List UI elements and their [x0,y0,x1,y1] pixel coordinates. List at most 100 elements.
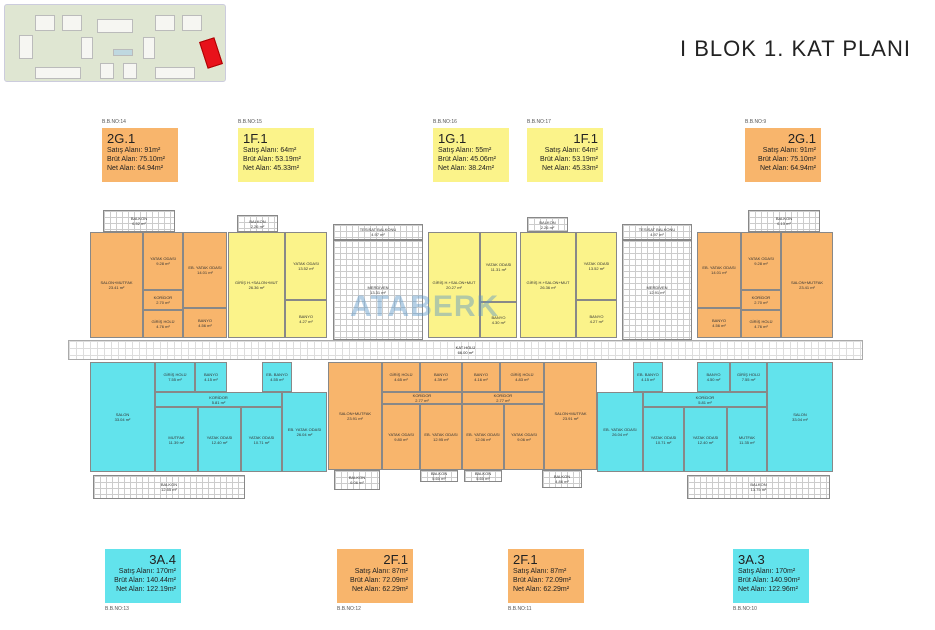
parcel-number: B.B.NO:10 [733,606,757,612]
room-area: 2.70 m² [156,300,170,305]
room-name: EB. YATAK ODASI [466,432,500,437]
unit-brut: Brüt Alan: 75.10m² [107,156,165,163]
parcel-number: B.B.NO:16 [433,119,457,125]
hall-name: KAT HOLÜ [455,345,476,350]
unit-net: Net Alan: 64.94m² [759,165,816,172]
room-area: 23.91 m² [347,416,363,421]
parcel-number: B.B.NO:17 [527,119,551,125]
room-name: YATAK ODASI [388,432,414,437]
unit-code: 1F.1 [573,131,598,146]
room-area: 6.06 m² [350,480,364,485]
unit-code: 2F.1 [513,552,538,567]
room-area: 14.01 m² [711,270,727,275]
unit-brut: Brüt Alan: 45.06m² [438,156,496,163]
room-area: 4.15 m² [641,377,655,382]
room-area: 4.55 m² [270,377,284,382]
room-name: TESİSAT BALKONU [359,227,397,232]
unit-brut: Brüt Alan: 75.10m² [758,156,816,163]
room-name: BANYO [711,318,726,323]
page-title: I BLOK 1. KAT PLANI [680,36,911,61]
highlighted-block-i [199,37,223,69]
unit-brut: Brüt Alan: 140.44m² [114,577,176,584]
room-area: 4.27 m² [299,319,313,324]
room-area: 7.55 m² [741,377,756,382]
room-area: 4.65 m² [394,377,408,382]
room-area: 23.91 m² [562,416,579,421]
unit-code: 2F.1 [383,552,408,567]
room-name: YATAK ODASI [206,434,233,440]
unit-code: 2G.1 [787,131,816,146]
room-area: 12.95 m² [433,437,449,442]
room-name: BANYO [473,372,488,377]
room-name: YATAK ODASI [248,434,275,440]
parcel-number: B.B.NO:11 [508,606,532,612]
unit-net: Net Alan: 45.33m² [243,165,300,172]
room-area: 26.04 m² [296,432,313,437]
floor-hall: KAT HOLÜ 66.00 m² [68,340,863,360]
room-area: 4.56 m² [198,323,212,328]
room-area: 11.39 m² [168,439,185,445]
parcel-number: B.B.NO:12 [337,606,361,612]
room-name: KORİDOR [751,295,771,300]
room-area: 2.26 m² [540,224,555,230]
room-area: 10.71 m² [253,439,270,445]
room-name: BANYO [706,372,721,377]
room-name: SALON [115,412,130,417]
room-name: KORİDOR [493,393,513,398]
room-area: 13.75 m² [750,487,767,492]
room-area: 5.60 m² [432,476,446,481]
unit-brut: Brüt Alan: 53.19m² [243,156,301,163]
room-area: 4.76 m² [754,324,768,329]
room-area: 2.77 m² [496,398,510,403]
room-name: YATAK ODASI [150,256,176,261]
room-area: 13.31 m² [370,290,386,295]
room-name: SALON+MUTFAK [338,411,372,416]
unit-brut: Brüt Alan: 72.09m² [513,577,571,584]
room-area: 4.50 m² [706,377,721,382]
parcel-number: B.B.NO:15 [238,119,262,125]
unit-satis: Satış Alanı: 170m² [738,568,796,575]
parcel-number: B.B.NO:14 [102,119,126,125]
room-name: YATAK ODASI [748,256,774,261]
room-name: EB. YATAK ODASI [424,432,458,437]
room-area: 4.97 m² [650,232,664,237]
room-area: 13.52 m² [588,266,605,271]
room-area: 2.77 m² [415,398,429,403]
room-name: BALKON [474,471,492,476]
room-name: YATAK ODASI [692,434,719,440]
